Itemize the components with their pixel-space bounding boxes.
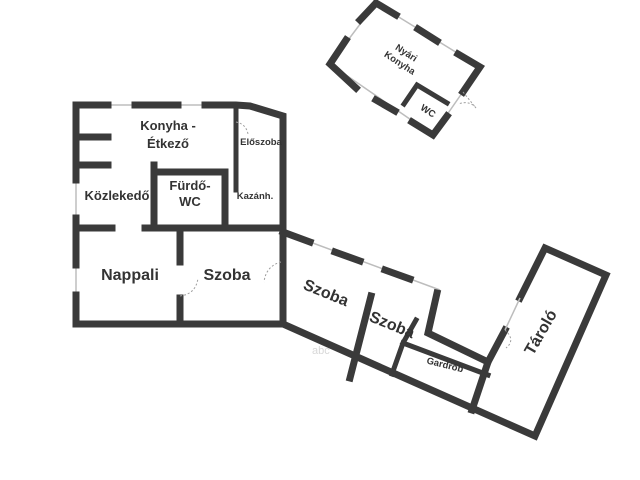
label-nappali: Nappali — [101, 267, 159, 284]
room-partition-wall — [345, 291, 376, 383]
wardrobe-east-wall — [467, 357, 493, 415]
label-szoba-3: Szoba — [367, 309, 417, 342]
summer-kitchen-wc-walls — [400, 81, 451, 108]
label-furdo: Fürdő- — [169, 178, 210, 193]
entry-door-swing — [235, 121, 249, 135]
wing-outer-wall — [278, 243, 611, 441]
summer-kitchen-walls — [325, 0, 485, 140]
summer-kitchen-door-swing — [457, 91, 477, 109]
label-szoba-1: Szoba — [203, 267, 250, 284]
label-kazanh: Kazánh. — [237, 191, 273, 202]
label-wc-summer: WC — [418, 102, 437, 120]
room-door-swing — [263, 261, 282, 283]
label-eloszoba: Előszoba — [240, 137, 282, 148]
main-house-walls — [72, 101, 287, 328]
wardrobe-walls — [388, 316, 492, 379]
storage-inner-wall — [423, 288, 510, 367]
label-tarolo: Tároló — [522, 307, 561, 358]
kitchen-stub-walls — [72, 133, 112, 169]
wing-top-wall — [278, 227, 415, 284]
summer-kitchen-building — [325, 0, 485, 140]
label-etkezo: Étkező — [147, 136, 189, 151]
label-konyha: Konyha - — [140, 118, 196, 133]
angled-wing-walls — [278, 227, 611, 441]
storage-window — [504, 297, 521, 331]
label-szoba-2: Szoba — [301, 277, 351, 310]
label-kozlekedo: Közlekedő — [84, 188, 149, 203]
bathroom-walls — [150, 161, 229, 232]
living-door-swing — [179, 277, 199, 297]
watermark-text: abc — [312, 345, 330, 357]
top-wall — [72, 101, 287, 144]
label-wc: WC — [179, 194, 201, 209]
label-nyari-konyha: Nyári Konyha — [382, 42, 419, 78]
